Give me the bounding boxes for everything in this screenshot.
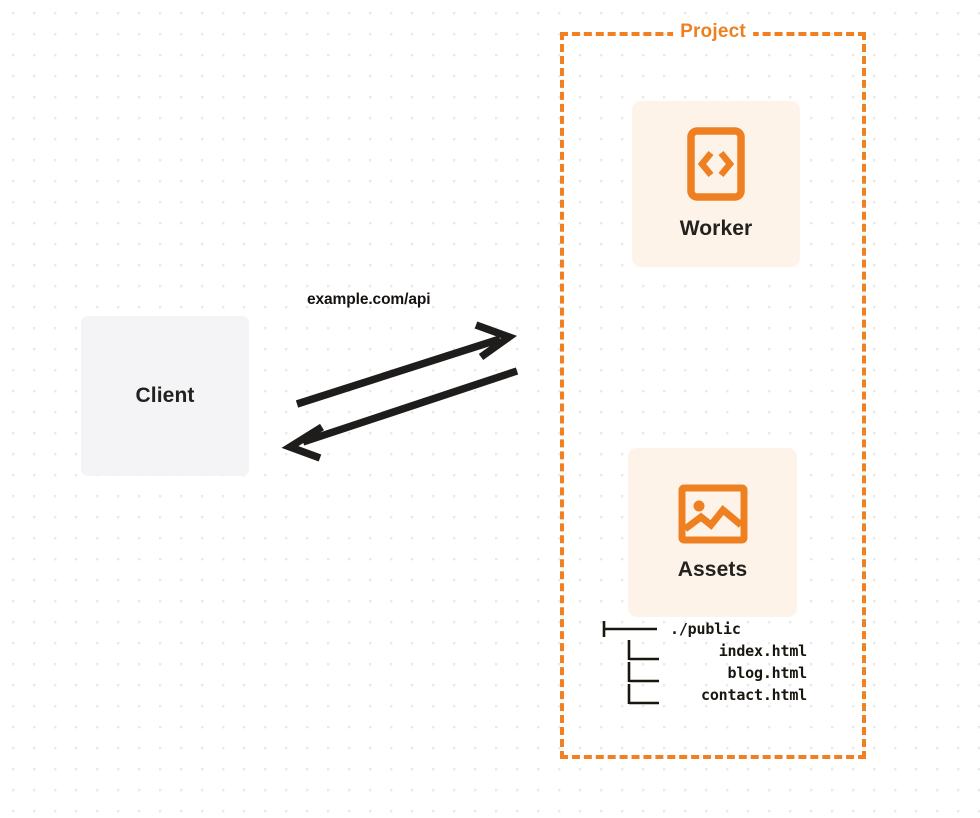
- image-icon: [678, 484, 748, 544]
- response-arrow: [281, 367, 519, 462]
- assets-file-tree: ./public index.html blog.html contact.ht…: [602, 618, 807, 706]
- tree-row-file: blog.html: [602, 662, 807, 684]
- tree-item-name: ./public: [670, 620, 741, 638]
- tree-item-name: contact.html: [701, 686, 807, 704]
- project-group: Project: [560, 21, 866, 759]
- client-node[interactable]: Client: [81, 316, 249, 476]
- tree-row-file: index.html: [602, 640, 807, 662]
- project-group-title: Project: [673, 21, 753, 43]
- tree-row-root: ./public: [602, 618, 807, 640]
- tree-row-file: contact.html: [602, 684, 807, 706]
- worker-card[interactable]: Worker: [632, 101, 800, 267]
- tree-connector-branch-icon: [627, 640, 659, 661]
- client-node-label: Client: [135, 384, 195, 407]
- connection-label: example.com/api: [307, 291, 431, 308]
- assets-card-label: Assets: [677, 557, 748, 581]
- tree-item-name: blog.html: [727, 664, 808, 682]
- tree-connector-branch-icon: [627, 662, 659, 683]
- tree-connector-branch-icon: [627, 684, 659, 705]
- request-arrow: [295, 321, 517, 408]
- tree-item-name: index.html: [718, 642, 808, 660]
- tree-connector-tee-icon: [602, 621, 657, 637]
- assets-card[interactable]: Assets: [628, 448, 797, 617]
- worker-card-label: Worker: [679, 217, 753, 240]
- code-brackets-icon: [687, 127, 745, 201]
